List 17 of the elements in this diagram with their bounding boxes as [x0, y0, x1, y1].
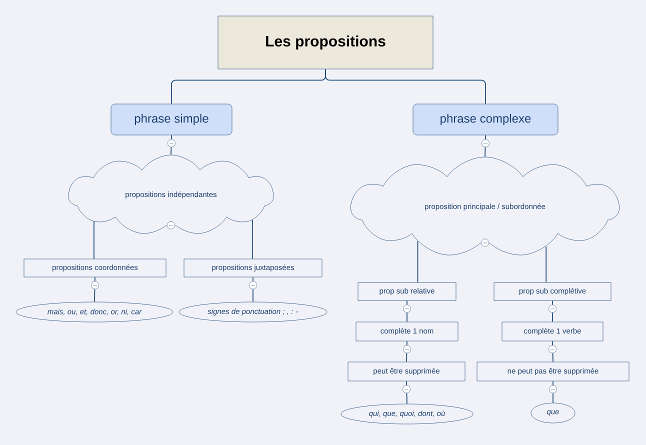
topic-box: phrase simple — [110, 104, 232, 136]
connector-line — [406, 340, 408, 362]
topic-box: phrase complexe — [412, 104, 558, 136]
connector-line — [170, 134, 172, 156]
connector-line — [552, 300, 553, 322]
topic-box: Les propositions — [218, 16, 434, 70]
connector-line — [417, 240, 418, 283]
connector-line — [94, 276, 96, 302]
connector-line — [406, 300, 408, 322]
connector-line — [552, 340, 554, 362]
connector-line — [484, 134, 486, 158]
connector-line — [406, 380, 408, 404]
connector-line — [552, 380, 554, 404]
connector-line — [546, 246, 547, 283]
connector-line — [252, 276, 254, 302]
connector-line — [252, 219, 253, 260]
connector-line — [325, 68, 486, 104]
